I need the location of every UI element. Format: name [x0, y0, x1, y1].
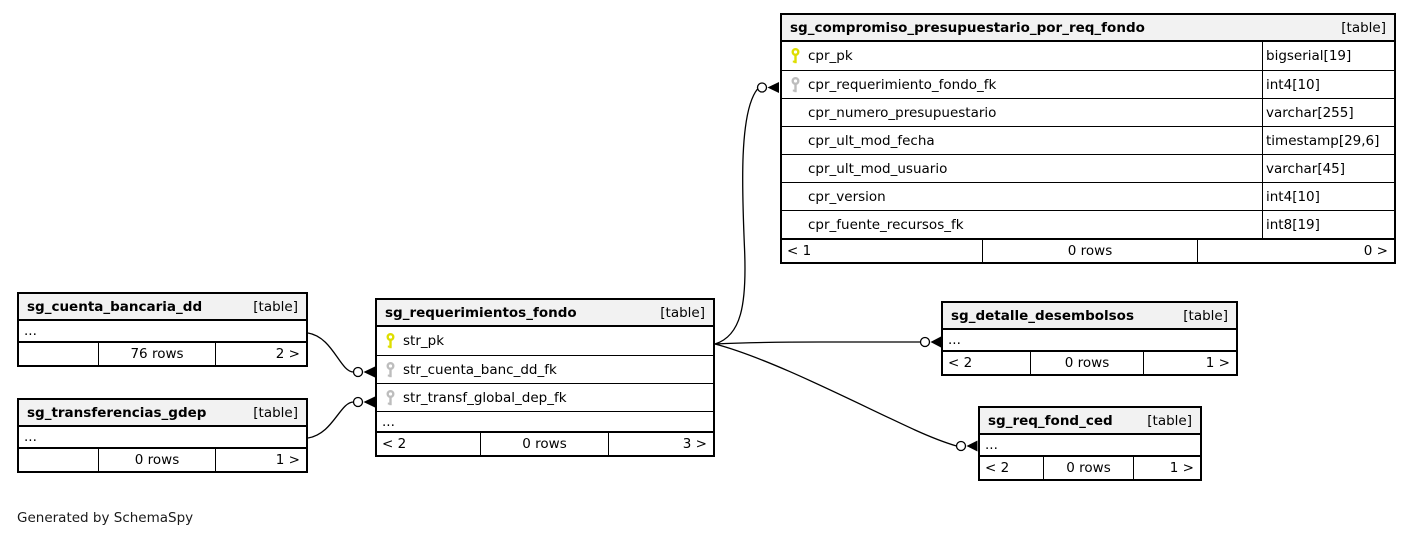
edge-requerimientos-to-ced — [714, 343, 978, 452]
footer-children-count: 1 > — [1143, 352, 1236, 374]
column-row: str_cuenta_banc_dd_fk — [377, 355, 713, 383]
column-name: cpr_pk — [808, 48, 853, 64]
table-footer: < 2 0 rows 1 > — [943, 350, 1236, 374]
column-row: str_pk — [377, 327, 713, 355]
footer-children-count: 2 > — [215, 343, 306, 365]
footer-parents-count: < 2 — [985, 460, 1010, 476]
edge-cuenta-to-requerimientos — [307, 332, 375, 378]
table-footer: < 2 0 rows 1 > — [980, 455, 1200, 479]
hidden-columns-ellipsis: ... — [24, 323, 37, 339]
footer-parents-count — [19, 343, 98, 365]
footer-parents-count: < 2 — [948, 355, 973, 371]
table-sg_detalle_desembolsos[interactable]: sg_detalle_desembolsos [table] ... < 2 0… — [941, 301, 1238, 376]
column-type: varchar[255] — [1262, 99, 1394, 126]
footer-rows-count: 0 rows — [982, 240, 1197, 262]
crowfoot-marker — [756, 82, 779, 93]
table-header: sg_req_fond_ced [table] — [980, 408, 1200, 435]
edge-transferencias-to-requerimientos — [307, 396, 375, 439]
crowfoot-marker — [352, 396, 375, 408]
column-name: cpr_version — [808, 188, 886, 205]
primary-key-icon — [386, 333, 395, 349]
column-row: cpr_numero_presupuestario varchar[255] — [782, 98, 1394, 126]
column-row: cpr_version int4[10] — [782, 182, 1394, 210]
footer-parents-count: < 1 — [787, 243, 812, 259]
table-sg_compromiso_presupuestario_por_req_fondo[interactable]: sg_compromiso_presupuestario_por_req_fon… — [780, 13, 1396, 264]
table-sg_requerimientos_fondo[interactable]: sg_requerimientos_fondo [table] str_pk s… — [375, 298, 715, 457]
footer-rows-count: 0 rows — [480, 433, 608, 455]
table-footer: 0 rows 1 > — [19, 447, 306, 471]
crowfoot-marker — [352, 366, 375, 378]
table-type-badge: [table] — [660, 304, 705, 321]
column-row: cpr_pk bigserial[19] — [782, 42, 1394, 70]
footer-parents-count: < 2 — [382, 436, 407, 452]
footer-children-count: 1 > — [215, 449, 306, 471]
column-name: cpr_ult_mod_usuario — [808, 160, 948, 177]
table-sg_cuenta_bancaria_dd[interactable]: sg_cuenta_bancaria_dd [table] ... 76 row… — [17, 292, 308, 367]
table-title[interactable]: sg_compromiso_presupuestario_por_req_fon… — [790, 19, 1145, 36]
column-type: bigserial[19] — [1262, 42, 1394, 70]
column-name: str_cuenta_banc_dd_fk — [403, 361, 557, 378]
foreign-key-icon — [791, 76, 800, 92]
generated-by-note: Generated by SchemaSpy — [17, 510, 194, 526]
footer-rows-count: 0 rows — [98, 449, 215, 471]
table-type-badge: [table] — [253, 404, 298, 421]
table-header: sg_transferencias_gdep [table] — [19, 400, 306, 427]
table-header: sg_compromiso_presupuestario_por_req_fon… — [782, 15, 1394, 42]
table-footer: < 1 0 rows 0 > — [782, 238, 1394, 262]
footer-rows-count: 0 rows — [1043, 457, 1133, 479]
table-header: sg_detalle_desembolsos [table] — [943, 303, 1236, 330]
table-title[interactable]: sg_transferencias_gdep — [27, 404, 207, 421]
table-footer: < 2 0 rows 3 > — [377, 431, 713, 455]
table-header: sg_cuenta_bancaria_dd [table] — [19, 294, 306, 321]
column-name: cpr_fuente_recursos_fk — [808, 216, 964, 233]
column-name: cpr_requerimiento_fondo_fk — [808, 76, 997, 93]
footer-children-count: 0 > — [1197, 240, 1394, 262]
footer-children-count: 3 > — [608, 433, 713, 455]
column-row: str_transf_global_dep_fk — [377, 383, 713, 411]
table-footer: 76 rows 2 > — [19, 341, 306, 365]
footer-rows-count: 76 rows — [98, 343, 215, 365]
column-type: int4[10] — [1262, 183, 1394, 210]
table-type-badge: [table] — [1341, 19, 1386, 36]
table-sg_transferencias_gdep[interactable]: sg_transferencias_gdep [table] ... 0 row… — [17, 398, 308, 473]
hidden-columns-ellipsis: ... — [985, 437, 998, 453]
crowfoot-marker — [955, 440, 978, 452]
hidden-columns-ellipsis: ... — [377, 411, 713, 431]
table-type-badge: [table] — [1147, 412, 1192, 429]
table-type-badge: [table] — [253, 298, 298, 315]
edge-requerimientos-to-compromiso — [714, 82, 779, 345]
hidden-columns-ellipsis: ... — [24, 429, 37, 445]
primary-key-icon — [791, 48, 800, 64]
column-type: timestamp[29,6] — [1262, 127, 1394, 154]
table-title[interactable]: sg_req_fond_ced — [988, 412, 1113, 429]
column-type: int4[10] — [1262, 71, 1394, 98]
table-type-badge: [table] — [1183, 307, 1228, 324]
column-row: cpr_fuente_recursos_fk int8[19] — [782, 210, 1394, 238]
foreign-key-icon — [386, 389, 395, 405]
column-name: cpr_numero_presupuestario — [808, 104, 997, 121]
column-row: cpr_requerimiento_fondo_fk int4[10] — [782, 70, 1394, 98]
column-type: int8[19] — [1262, 211, 1394, 238]
table-sg_req_fond_ced[interactable]: sg_req_fond_ced [table] ... < 2 0 rows 1… — [978, 406, 1202, 481]
table-title[interactable]: sg_cuenta_bancaria_dd — [27, 298, 203, 315]
edge-requerimientos-to-detalle — [714, 336, 941, 348]
footer-children-count: 1 > — [1133, 457, 1200, 479]
foreign-key-icon — [386, 361, 395, 377]
table-title[interactable]: sg_requerimientos_fondo — [385, 304, 577, 321]
crowfoot-marker — [919, 336, 941, 348]
footer-rows-count: 0 rows — [1030, 352, 1143, 374]
column-name: str_pk — [403, 333, 445, 349]
table-title[interactable]: sg_detalle_desembolsos — [951, 307, 1134, 324]
footer-parents-count — [19, 449, 98, 471]
column-name: cpr_ult_mod_fecha — [808, 132, 935, 149]
column-row: cpr_ult_mod_fecha timestamp[29,6] — [782, 126, 1394, 154]
hidden-columns-ellipsis: ... — [948, 332, 961, 348]
column-type: varchar[45] — [1262, 155, 1394, 182]
column-row: cpr_ult_mod_usuario varchar[45] — [782, 154, 1394, 182]
table-header: sg_requerimientos_fondo [table] — [377, 300, 713, 327]
column-name: str_transf_global_dep_fk — [403, 389, 567, 406]
